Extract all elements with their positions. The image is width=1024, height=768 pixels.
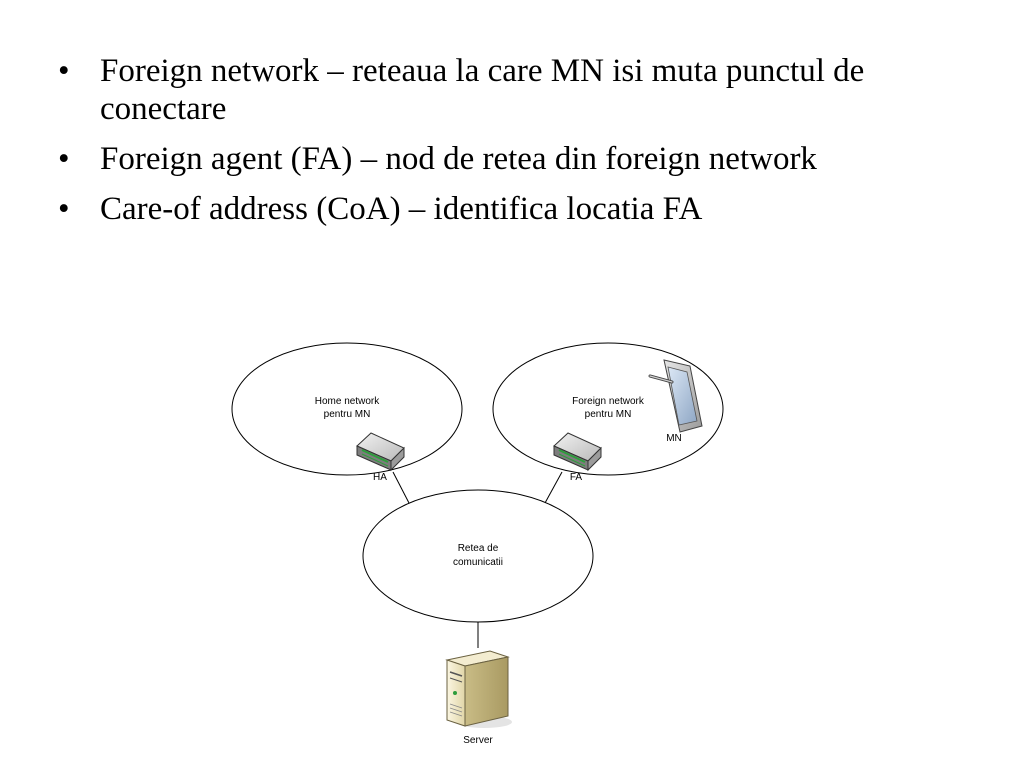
- ha-router-icon: [356, 432, 405, 472]
- bullet-marker: •: [58, 53, 70, 89]
- home-network-label-sub: pentru MN: [324, 409, 371, 420]
- foreign-network-label: Foreign network: [572, 396, 645, 407]
- link-fa-core: [544, 471, 563, 504]
- mobile-node-tablet-icon: [648, 359, 703, 433]
- server-label: Server: [463, 735, 493, 746]
- core-network-label-sub: comunicatii: [453, 557, 503, 568]
- core-network-ellipse: [362, 489, 594, 623]
- foreign-network-ellipse: [492, 342, 724, 476]
- ha-label: HA: [373, 472, 387, 483]
- home-network-ellipse: [231, 342, 463, 476]
- bullet-list: • Foreign network – reteaua la care MN i…: [58, 52, 958, 240]
- bullet-text: Foreign agent (FA) – nod de retea din fo…: [100, 141, 817, 177]
- fa-label: FA: [570, 472, 583, 483]
- server-icon: [445, 650, 512, 728]
- bullet-marker: •: [58, 191, 70, 227]
- bullet-text: Care-of address (CoA) – identifica locat…: [100, 191, 703, 227]
- bullet-text: Foreign network – reteaua la care MN isi…: [100, 53, 865, 127]
- bullet-foreign-agent: • Foreign agent (FA) – nod de retea din …: [58, 140, 958, 178]
- core-network-label: Retea de: [458, 543, 499, 554]
- foreign-network-label-sub: pentru MN: [585, 409, 632, 420]
- fa-router-icon: [553, 432, 602, 472]
- mn-label: MN: [666, 433, 682, 444]
- bullet-marker: •: [58, 141, 70, 177]
- bullet-foreign-network: • Foreign network – reteaua la care MN i…: [58, 52, 958, 128]
- home-network-label: Home network: [315, 396, 380, 407]
- bullet-care-of-address: • Care-of address (CoA) – identifica loc…: [58, 190, 958, 228]
- link-ha-core: [392, 471, 410, 504]
